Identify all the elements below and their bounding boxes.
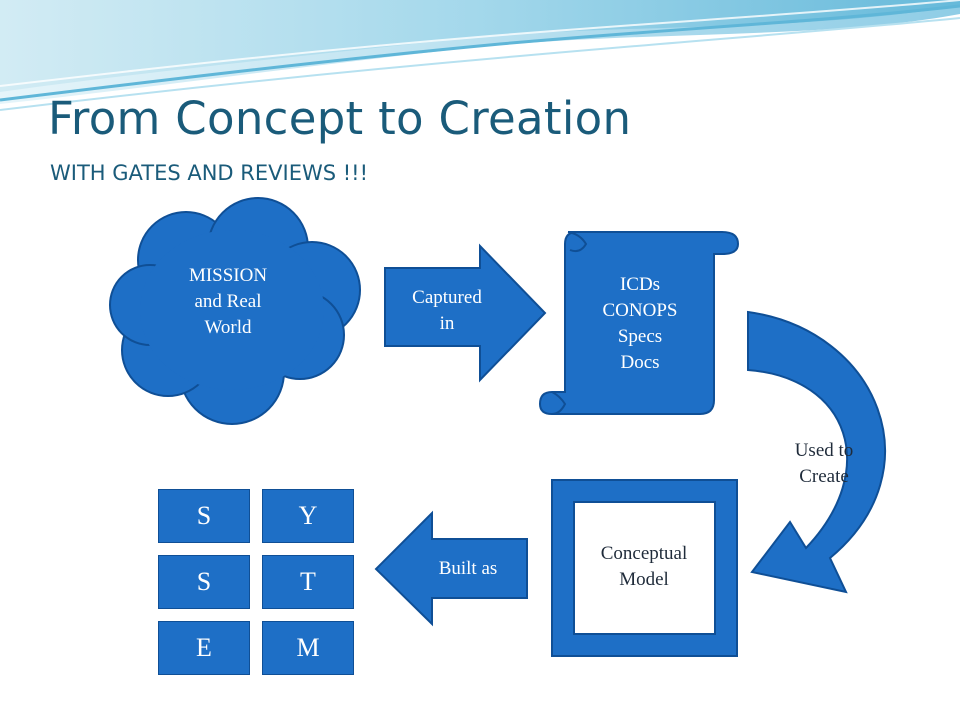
built-as-label: Built as: [438, 558, 498, 579]
system-letter-tile: T: [262, 555, 354, 609]
curved-arrow: [747, 310, 886, 594]
system-letter-tile: S: [158, 555, 250, 609]
system-letter-tile: M: [262, 621, 354, 675]
mission-label: MISSION and Real World: [188, 265, 268, 338]
system-letter-tile: S: [158, 489, 250, 543]
slide-title: From Concept to Creation: [48, 92, 632, 145]
built-as-arrow: [374, 510, 528, 627]
slide-subtitle: WITH GATES AND REVIEWS !!!: [50, 161, 368, 185]
captured-arrow: [384, 243, 547, 383]
used-to-create-label: Used to Create: [794, 440, 854, 487]
documents-label: ICDs CONOPS Specs Docs: [602, 274, 678, 373]
captured-label: Captured in: [412, 287, 482, 334]
header-wave-decoration: [0, 0, 960, 111]
documents-scroll: [538, 231, 740, 415]
conceptual-model-frame: [551, 479, 738, 657]
mission-cloud: [109, 197, 361, 425]
system-letter-tile: Y: [262, 489, 354, 543]
conceptual-model-label: Conceptual Model: [600, 543, 688, 590]
system-letter-tile: E: [158, 621, 250, 675]
